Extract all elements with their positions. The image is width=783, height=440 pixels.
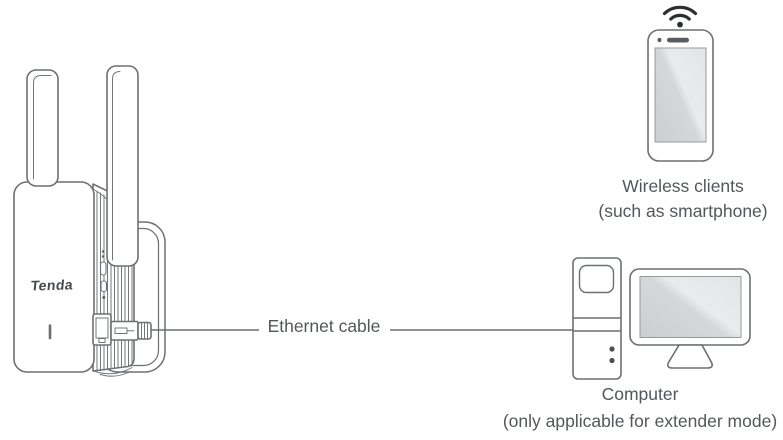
tower-button-dot: [609, 357, 615, 364]
wifi-extender-icon: Tenda: [13, 65, 166, 377]
tower-drive-bay: [578, 264, 615, 294]
right-antenna: [106, 65, 139, 267]
wireless-clients-label-line1: Wireless clients: [622, 176, 744, 196]
monitor-screen: [639, 276, 742, 338]
monitor-stand: [667, 344, 713, 369]
smartphone-screen: [654, 47, 707, 143]
phone-camera-dot: [657, 37, 662, 43]
computer-label-line1: Computer: [602, 384, 679, 404]
extender-front-face: Tenda: [13, 181, 107, 373]
ethernet-cable-callout: Ethernet cable: [151, 316, 573, 336]
ethernet-plug-icon: [92, 313, 152, 346]
phone-speaker: [667, 37, 689, 43]
computer-icon: Computer (only applicable for extender m…: [503, 257, 777, 431]
left-antenna: [26, 69, 59, 187]
monitor-icon: [629, 268, 751, 369]
ethernet-cable-label: Ethernet cable: [268, 316, 381, 336]
smartphone-icon: Wireless clients (such as smartphone): [598, 5, 768, 221]
wifi-icon: [662, 5, 698, 28]
tenda-logo: Tenda: [30, 277, 74, 294]
tower-button-dot: [609, 346, 615, 352]
wireless-clients-label-line2: (such as smartphone): [598, 201, 767, 221]
side-buttons: [99, 250, 108, 299]
computer-label-line2: (only applicable for extender mode): [503, 411, 777, 431]
computer-tower-icon: [572, 257, 622, 380]
